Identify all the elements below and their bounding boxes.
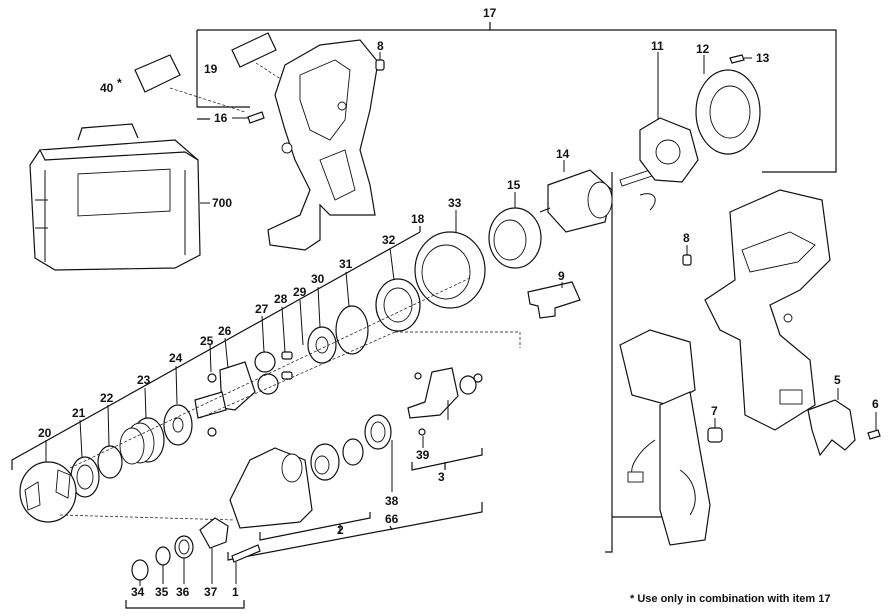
callout-22: 22 — [100, 391, 114, 405]
callout-24: 24 — [169, 351, 183, 365]
planet-gears-27 — [254, 315, 279, 395]
motor-rotor-14 — [539, 160, 653, 233]
callout-5: 5 — [834, 373, 841, 387]
callout-18: 18 — [411, 212, 425, 226]
callout-700: 700 — [212, 196, 232, 210]
bearing-30 — [307, 286, 337, 364]
bracket-18 — [11, 226, 421, 470]
motor-cover-12 — [695, 55, 761, 155]
ring-gear-32 — [375, 247, 421, 332]
callout-13: 13 — [756, 51, 770, 65]
callout-1: 1 — [232, 585, 239, 599]
carrying-case — [29, 123, 210, 271]
bracket-17 — [196, 22, 837, 553]
hammer-20 — [19, 440, 77, 523]
callout-37: 37 — [204, 585, 218, 599]
callout-27: 27 — [255, 302, 269, 316]
direction-switch-9 — [527, 281, 581, 319]
callout-17: 17 — [483, 6, 497, 20]
bracket-66 — [227, 502, 483, 561]
callout-9: 9 — [558, 269, 565, 283]
spring-36 — [174, 535, 194, 584]
callout-32: 32 — [382, 233, 396, 247]
bracket-2 — [259, 512, 371, 541]
callout-31: 31 — [339, 257, 353, 271]
belt-clip-5 — [807, 388, 856, 457]
callout-19: 19 — [204, 62, 218, 76]
callout-26: 26 — [218, 324, 232, 338]
callout-8-top: 8 — [377, 39, 384, 53]
callout-39: 39 — [416, 448, 430, 462]
callout-15: 15 — [507, 178, 521, 192]
callout-40-star: * — [117, 76, 122, 90]
retaining-ring-34 — [131, 559, 149, 586]
callout-20: 20 — [38, 426, 52, 440]
assembly-guide-lines — [59, 277, 521, 521]
callout-34: 34 — [131, 585, 145, 599]
screw-13 — [729, 54, 752, 64]
brush-plate-11 — [639, 52, 699, 211]
callout-30: 30 — [311, 272, 325, 286]
callout-3: 3 — [438, 470, 445, 484]
spring-23 — [119, 387, 165, 465]
callout-16: 16 — [214, 111, 228, 125]
retaining-ring-31 — [335, 271, 369, 355]
callout-12: 12 — [696, 42, 710, 56]
callout-25: 25 — [200, 334, 214, 348]
callout-28: 28 — [274, 292, 288, 306]
washer-24 — [163, 365, 193, 446]
callout-66: 66 — [385, 512, 399, 526]
led-7 — [707, 418, 723, 443]
anvil-3 — [407, 367, 483, 448]
callout-7: 7 — [711, 404, 718, 418]
front-cover-anvil-case — [229, 447, 313, 529]
callout-40: 40 — [100, 81, 114, 95]
callout-23: 23 — [137, 373, 151, 387]
pin-8-top — [375, 52, 385, 71]
steel-ball-25 — [207, 343, 217, 437]
housing-half-right — [704, 189, 831, 431]
callout-36: 36 — [176, 585, 190, 599]
callout-33: 33 — [448, 196, 462, 210]
callout-35: 35 — [155, 585, 169, 599]
label-sticker-19 — [231, 32, 291, 86]
spindle-26 — [194, 337, 256, 419]
washer-38 — [364, 414, 393, 492]
callout-38: 38 — [385, 494, 399, 508]
o-ring-35 — [155, 546, 171, 584]
callout-21: 21 — [72, 406, 86, 420]
pin-8-right — [682, 245, 692, 266]
planet-pins-28-29 — [281, 299, 304, 380]
bracket-3 — [411, 448, 483, 471]
housing-half-left — [267, 39, 379, 251]
screw-6 — [867, 412, 881, 440]
callout-8-right: 8 — [683, 231, 690, 245]
screw-16 — [232, 111, 265, 124]
o-ring-22 — [97, 404, 123, 479]
trigger-switch-assembly — [619, 329, 711, 546]
footnote: * Use only in combination with item 17 — [630, 593, 830, 605]
bearing-2 — [310, 438, 364, 481]
callout-11: 11 — [651, 39, 664, 53]
stator-ring-15 — [488, 192, 542, 269]
callout-6: 6 — [872, 397, 879, 411]
callout-labels: 17 8 11 12 13 19 40 * 16 14 15 700 33 18… — [38, 6, 879, 599]
bracket-bottom — [125, 600, 245, 609]
label-sticker-40 — [134, 54, 246, 113]
callout-29: 29 — [293, 285, 307, 299]
callout-2: 2 — [337, 523, 344, 537]
gear-housing-33 — [414, 210, 486, 309]
sleeve-37 — [199, 517, 229, 584]
callout-14: 14 — [556, 147, 570, 161]
screw-1 — [231, 544, 261, 584]
